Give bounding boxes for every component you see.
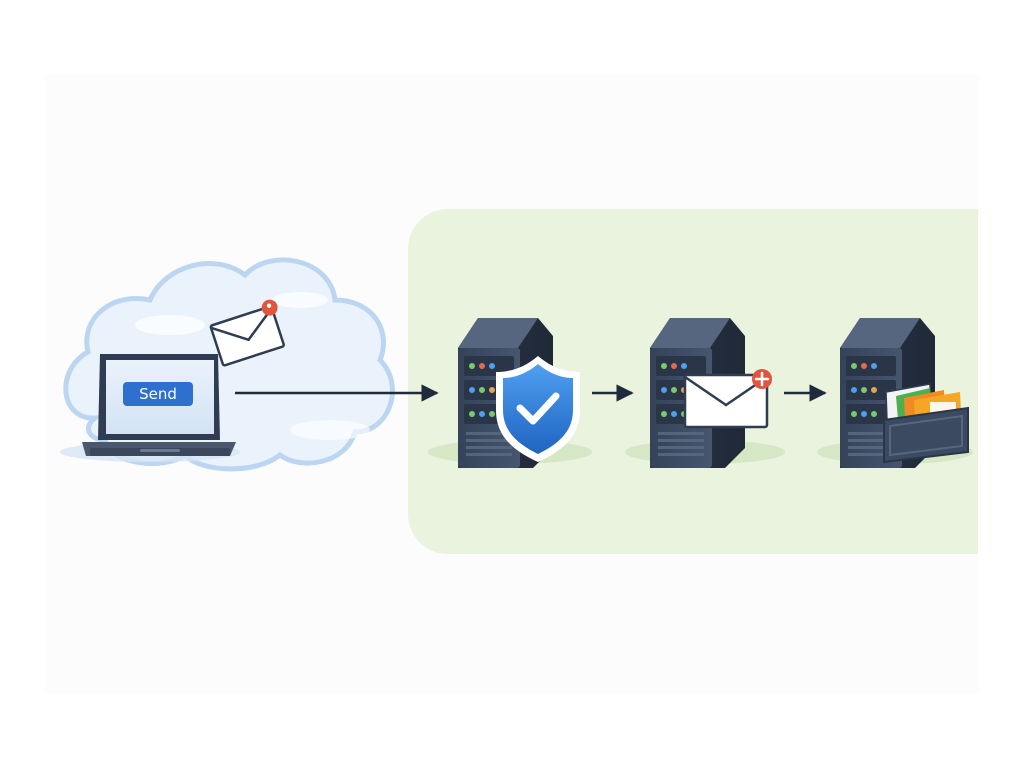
email-envelope-icon xyxy=(209,299,285,367)
shield-check-icon xyxy=(496,356,580,462)
mail-server-icon xyxy=(625,318,785,468)
send-button[interactable]: Send xyxy=(123,382,193,406)
file-folders-icon xyxy=(883,383,969,464)
send-button-label: Send xyxy=(139,385,177,403)
